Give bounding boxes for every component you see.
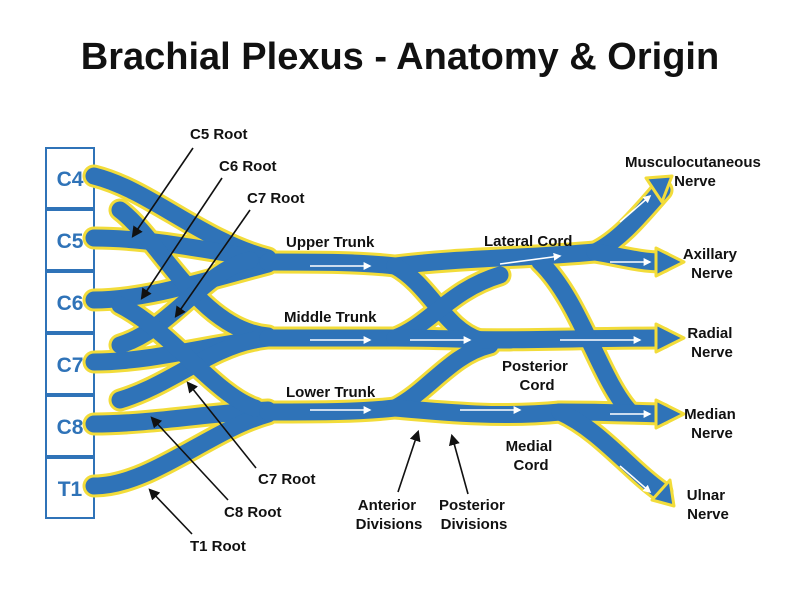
medial-cord-to-ulnar-nerve bbox=[551, 403, 671, 501]
upper-anterior-division-nerve bbox=[386, 243, 604, 275]
c7-root-bottom-pointer bbox=[186, 381, 257, 469]
anterior-divisions-line-1: Anterior bbox=[358, 497, 417, 514]
t1-root-label: T1 Root bbox=[190, 538, 246, 555]
musculocutaneous-flow bbox=[619, 194, 652, 223]
posterior-cord-label: Posterior Cord bbox=[502, 358, 572, 394]
median-line-1: Median bbox=[684, 406, 736, 423]
vertebra-label-c6: C6 bbox=[57, 292, 84, 315]
median-line-2: Nerve bbox=[691, 425, 733, 442]
c6-root-label: C6 Root bbox=[219, 158, 277, 175]
lower-posterior-division-nerve bbox=[386, 336, 499, 417]
t1-root-pointer bbox=[148, 488, 193, 535]
radial-line-2: Nerve bbox=[691, 344, 733, 361]
radial-line-1: Radial bbox=[687, 325, 732, 342]
vertebra-label-c7: C7 bbox=[57, 354, 84, 377]
musculocutaneous-line-1: Musculocutaneous bbox=[625, 154, 761, 171]
page-title: Brachial Plexus - Anatomy & Origin bbox=[80, 36, 720, 78]
posterior-divisions-line-1: Posterior bbox=[439, 497, 505, 514]
radial-arrowhead bbox=[654, 322, 686, 354]
t1-root-nerve bbox=[85, 405, 277, 495]
radial-nerve-label: Radial Nerve bbox=[687, 325, 736, 361]
posterior-cord-line-1: Posterior bbox=[502, 358, 568, 375]
vertebra-label-t1: T1 bbox=[58, 478, 83, 501]
posterior-divisions-label: Posterior Divisions bbox=[439, 497, 509, 533]
posterior-divisions-line-2: Divisions bbox=[441, 516, 508, 533]
vertebra-label-c5: C5 bbox=[57, 230, 84, 253]
anterior-divisions-label: Anterior Divisions bbox=[356, 497, 423, 533]
axillary-nerve-label: Axillary Nerve bbox=[683, 246, 741, 282]
median-arrowhead bbox=[654, 398, 686, 430]
upper-trunk-nerve bbox=[259, 253, 404, 275]
musculocutaneous-nerve-label: Musculocutaneous Nerve bbox=[625, 154, 765, 190]
ulnar-flow bbox=[619, 465, 652, 494]
c6-cross-branch-nerve bbox=[111, 296, 264, 417]
lower-anterior-division-nerve bbox=[386, 399, 569, 424]
axillary-line-1: Axillary bbox=[683, 246, 738, 263]
c8-root-pointer bbox=[150, 416, 229, 501]
middle-trunk-label: Middle Trunk bbox=[284, 309, 377, 326]
medial-cord-line-1: Medial bbox=[506, 438, 553, 455]
lateral-cord-label: Lateral Cord bbox=[484, 233, 572, 250]
musculocutaneous-line-2: Nerve bbox=[674, 173, 716, 190]
vertebra-label-c8: C8 bbox=[57, 416, 84, 439]
ulnar-arrowhead bbox=[650, 478, 676, 508]
medial-cord-label: Medial Cord bbox=[506, 438, 557, 474]
anterior-divisions-line-2: Divisions bbox=[356, 516, 423, 533]
lateral-cord-flow bbox=[499, 252, 562, 265]
c7-root-bottom-label: C7 Root bbox=[258, 471, 316, 488]
ulnar-line-1: Ulnar bbox=[687, 487, 726, 504]
posterior-cord-line-2: Cord bbox=[520, 377, 555, 394]
nerve-fill-layer bbox=[85, 167, 671, 501]
vertebra-label-c4: C4 bbox=[57, 168, 84, 191]
median-nerve-label: Median Nerve bbox=[684, 406, 740, 442]
nerve-arrowheads bbox=[644, 174, 686, 508]
c7-root-top-pointer bbox=[174, 209, 251, 318]
c5-cross-branch-nerve bbox=[111, 201, 277, 345]
lower-trunk-nerve bbox=[259, 399, 404, 421]
c6-root-pointer bbox=[140, 177, 223, 300]
lower-trunk-label: Lower Trunk bbox=[286, 384, 376, 401]
musculocutaneous-arrowhead bbox=[644, 174, 674, 204]
flow-arrows bbox=[310, 194, 652, 494]
c7-root-top-label: C7 Root bbox=[247, 190, 305, 207]
ulnar-line-2: Nerve bbox=[687, 506, 729, 523]
anterior-divisions-pointer bbox=[397, 429, 421, 493]
lateral-cord-to-axillary-nerve bbox=[586, 243, 671, 271]
pointer-arrows bbox=[131, 147, 469, 535]
axillary-line-2: Nerve bbox=[691, 265, 733, 282]
ulnar-nerve-label: Ulnar Nerve bbox=[687, 487, 730, 523]
posterior-divisions-pointer bbox=[448, 433, 469, 495]
c8-root-label: C8 Root bbox=[224, 504, 282, 521]
c5-root-label: C5 Root bbox=[190, 126, 248, 143]
c5-root-pointer bbox=[131, 147, 194, 238]
upper-trunk-label: Upper Trunk bbox=[286, 234, 375, 251]
medial-cord-line-2: Cord bbox=[514, 457, 549, 474]
axillary-arrowhead bbox=[654, 246, 686, 278]
